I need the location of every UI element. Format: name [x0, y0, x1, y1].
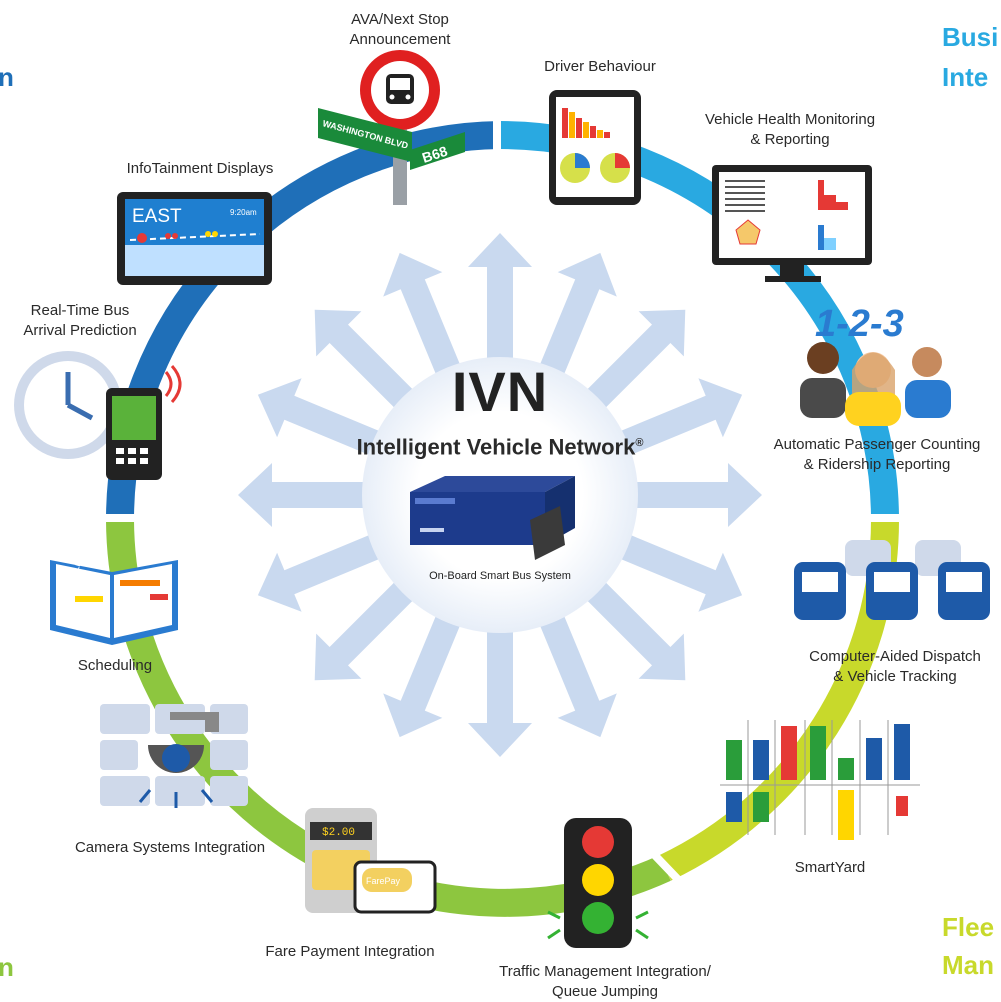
- corner-label-bottom-right-2: Man: [942, 950, 994, 980]
- driver-behaviour-tablet-icon: [549, 90, 641, 205]
- feature-label-line: & Reporting: [750, 131, 830, 148]
- feature-label-realtime: Real-Time Bus Arrival Prediction: [0, 301, 160, 341]
- feature-label-line: Traffic Management Integration/: [499, 963, 711, 980]
- feature-label-line: Automatic Passenger Counting: [773, 436, 981, 453]
- feature-label-line: Fare Payment Integration: [265, 943, 435, 960]
- ivn-title: IVN: [451, 360, 549, 423]
- feature-label-line: & Ridership Reporting: [803, 456, 951, 473]
- feature-label-smartyard: SmartYard: [740, 858, 920, 878]
- apc-counter: 1-2-3: [815, 303, 904, 345]
- ivn-device-icon: [410, 476, 575, 560]
- dispatch-buses-icon: [794, 540, 990, 620]
- radial-arrow: [620, 463, 762, 527]
- radial-arrows: [238, 233, 762, 757]
- radial-arrow: [314, 570, 425, 681]
- display-time: 9:20am: [230, 208, 257, 217]
- corner-label-top-right-2: Inte: [942, 62, 989, 92]
- radial-arrow: [257, 378, 395, 462]
- feature-label-traffic: Traffic Management Integration/ Queue Ju…: [470, 962, 740, 1002]
- radial-arrow: [533, 600, 617, 738]
- feature-label-apc: Automatic Passenger Counting & Ridership…: [752, 435, 1001, 475]
- registered-mark: ®: [635, 437, 644, 449]
- radial-arrow: [257, 528, 395, 612]
- feature-label-line: Scheduling: [77, 657, 153, 674]
- smartyard-icon: [720, 720, 920, 840]
- corner-label-bottom-right-1: Flee: [942, 912, 995, 942]
- feature-label-infotainment: InfoTainment Displays: [100, 159, 300, 179]
- corner-label-bottom-left: n: [0, 952, 14, 982]
- radial-arrow: [468, 615, 532, 757]
- feature-label-ava: AVA/Next Stop Announcement: [300, 10, 500, 50]
- feature-label-vehicle-health: Vehicle Health Monitoring & Reporting: [665, 110, 915, 150]
- feature-label-scheduling: Scheduling: [50, 656, 180, 676]
- vehicle-health-monitor-icon: [712, 165, 872, 282]
- radial-arrow: [533, 252, 617, 390]
- feature-label-camera: Camera Systems Integration: [50, 838, 290, 858]
- radial-arrow: [468, 233, 532, 375]
- feature-label-line: Arrival Prediction: [23, 322, 137, 339]
- ivn-subtitle: Intelligent Vehicle Network®: [300, 430, 700, 460]
- display-destination: EAST: [132, 206, 182, 227]
- feature-label-line: InfoTainment Displays: [126, 160, 274, 177]
- ivn-subtitle-text: Intelligent Vehicle Network: [356, 434, 636, 460]
- fare-payment-icon: [305, 808, 437, 914]
- traffic-light-icon: [547, 818, 649, 948]
- radial-arrow: [605, 528, 743, 612]
- passenger-counting-icon: [800, 342, 951, 426]
- feature-label-line: Real-Time Bus: [30, 302, 130, 319]
- route-sign-label: B68: [420, 143, 450, 166]
- radial-arrow: [383, 252, 467, 390]
- feature-label-line: & Vehicle Tracking: [833, 668, 957, 685]
- feature-label-driver-behaviour: Driver Behaviour: [500, 57, 700, 77]
- arrival-prediction-icon: [14, 351, 182, 480]
- device-caption: On-Board Smart Bus System: [429, 570, 571, 582]
- radial-arrow: [575, 309, 686, 420]
- corner-label-top-left: n: [0, 62, 14, 92]
- fare-amount: $2.00: [322, 827, 355, 839]
- feature-label-line: Computer-Aided Dispatch: [809, 648, 981, 665]
- feature-label-line: Queue Jumping: [552, 983, 658, 1000]
- radial-arrow: [238, 463, 380, 527]
- fare-card-label: FarePay: [366, 876, 401, 886]
- radial-arrow: [314, 309, 425, 420]
- infotainment-display-icon: [117, 192, 272, 285]
- camera-icon: [100, 704, 248, 808]
- corner-label-top-right-1: Busi: [942, 22, 999, 52]
- feature-label-fare: Fare Payment Integration: [240, 942, 460, 962]
- feature-label-line: SmartYard: [794, 859, 866, 876]
- radial-arrow: [605, 378, 743, 462]
- feature-label-line: Announcement: [349, 31, 451, 48]
- feature-label-line: Driver Behaviour: [544, 58, 656, 75]
- feature-label-line: AVA/Next Stop: [351, 11, 449, 28]
- feature-label-line: Camera Systems Integration: [74, 839, 266, 856]
- radial-arrow: [383, 600, 467, 738]
- ava-stop-sign-icon: [318, 50, 465, 205]
- feature-label-line: Vehicle Health Monitoring: [704, 111, 876, 128]
- schedule-book-icon: [50, 560, 178, 645]
- radial-arrow: [575, 570, 686, 681]
- feature-label-cad: Computer-Aided Dispatch & Vehicle Tracki…: [790, 647, 1000, 687]
